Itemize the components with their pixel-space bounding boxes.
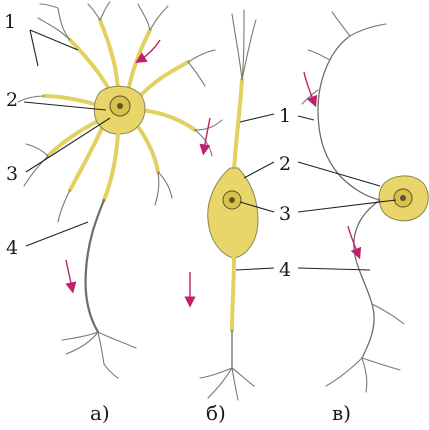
multipolar-neuron: [18, 2, 222, 378]
bipolar-neuron: [190, 10, 258, 400]
part-label-4: 4: [279, 259, 291, 281]
pseudounipolar-peripheral-process: [318, 36, 380, 200]
multipolar-axon-terminals: [62, 332, 136, 378]
caption-b: б): [206, 401, 226, 425]
part-label-2: 2: [279, 153, 291, 175]
part-label-4: 4: [6, 237, 18, 259]
multipolar-axon: [86, 200, 105, 332]
caption-c: в): [332, 401, 351, 425]
bipolar-cell-body: [208, 168, 258, 258]
part-label-2: 2: [6, 89, 18, 111]
impulse-arrow: [204, 118, 210, 150]
part-label-3: 3: [6, 163, 18, 185]
part-label-1: 1: [279, 105, 291, 127]
impulse-arrow: [66, 260, 72, 288]
pseudounipolar-terminals: [326, 304, 404, 392]
part-label-1: 1: [4, 11, 16, 33]
part-label-3: 3: [279, 203, 291, 225]
pseudounipolar-central-process: [354, 200, 380, 358]
caption-a: а): [90, 401, 110, 425]
pseudounipolar-neuron: [302, 12, 428, 392]
bipolar-axon-terminals: [200, 368, 254, 400]
